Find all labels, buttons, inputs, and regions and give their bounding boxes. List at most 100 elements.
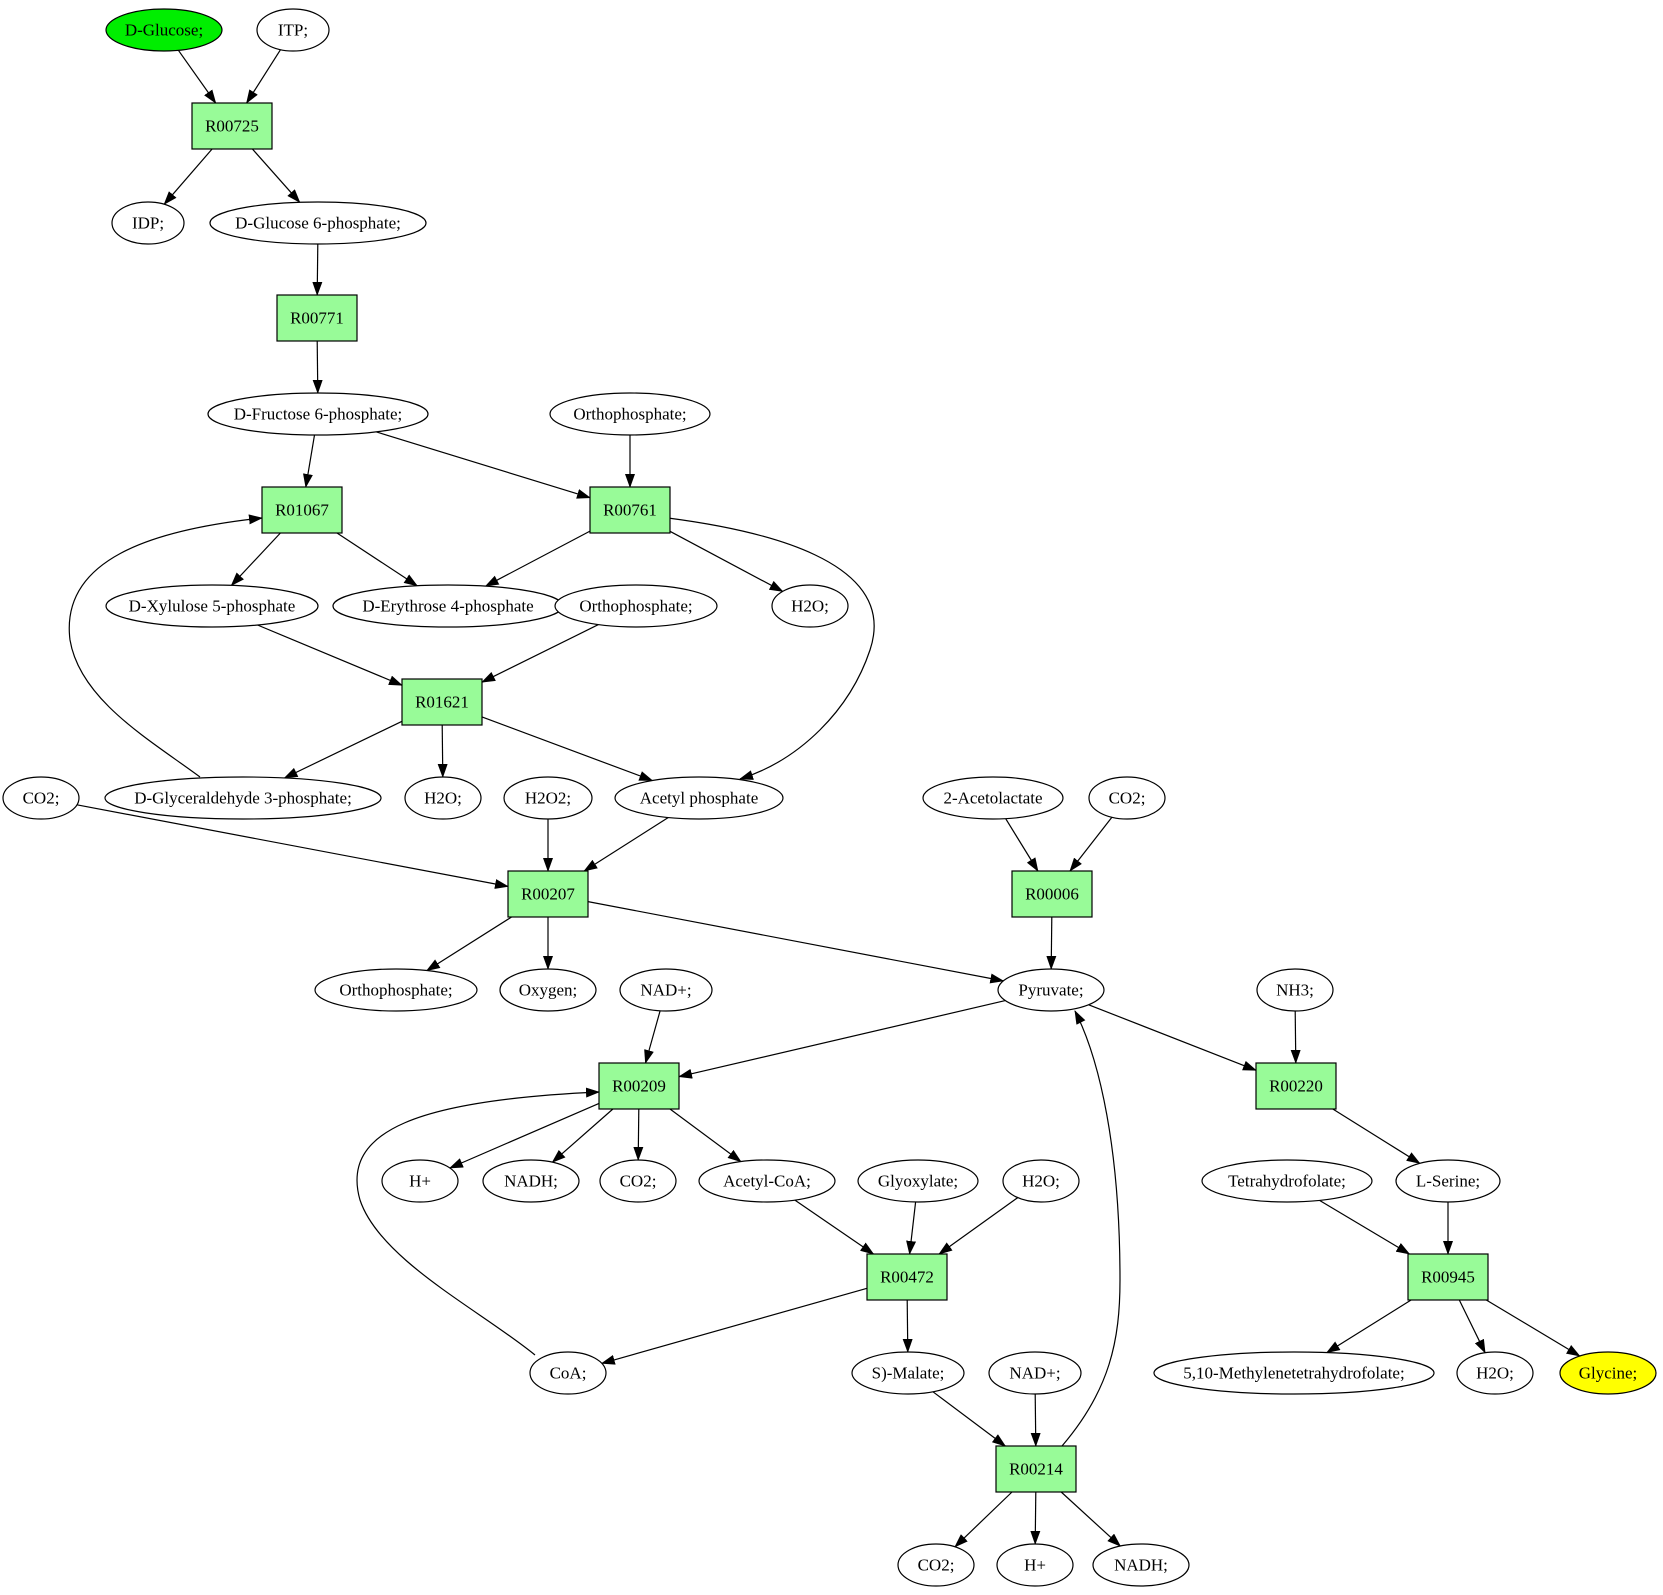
compound-node-xu5p[interactable]: D-Xylulose 5-phosphate: [105, 584, 319, 628]
compound-node-orthop1[interactable]: Orthophosphate;: [549, 392, 711, 436]
compound-node-e4p[interactable]: D-Erythrose 4-phosphate: [332, 584, 564, 628]
edge-co2a-to-r00207: [76, 804, 509, 889]
node-label: CO2;: [23, 789, 60, 808]
reaction-node-r00725[interactable]: R00725: [191, 102, 273, 150]
node-label: CO2;: [1109, 789, 1146, 808]
compound-node-h2o2b[interactable]: H2O2;: [503, 776, 593, 820]
reaction-node-r00761[interactable]: R00761: [589, 486, 671, 534]
compound-node-co2b[interactable]: CO2;: [1088, 776, 1166, 820]
reaction-node-r00207[interactable]: R00207: [507, 870, 589, 918]
reaction-node-r01067[interactable]: R01067: [261, 486, 343, 534]
compound-ellipse: [1153, 1351, 1435, 1395]
compound-node-co2a[interactable]: CO2;: [2, 776, 80, 820]
compound-ellipse: [554, 584, 718, 628]
edge-co2b-to-r00006: [1069, 816, 1113, 872]
compound-node-h2o3[interactable]: H2O;: [1002, 1159, 1080, 1203]
compound-node-glycine[interactable]: Glycine;: [1559, 1351, 1657, 1395]
compound-node-nh3[interactable]: NH3;: [1256, 968, 1334, 1012]
compound-node-hplus1[interactable]: H+: [381, 1159, 459, 1203]
edge-r00771-to-f6p: [312, 340, 323, 394]
reaction-node-r00209[interactable]: R00209: [598, 1062, 680, 1110]
compound-ellipse: [2, 776, 80, 820]
compound-node-nad2[interactable]: NAD+;: [988, 1351, 1082, 1395]
compound-node-acetylcoa[interactable]: Acetyl-CoA;: [698, 1159, 836, 1203]
edge-coa-to-r00209: [356, 1087, 600, 1356]
node-label: R00207: [521, 885, 575, 904]
edge-acetylcoa-to-r00472: [794, 1199, 875, 1255]
compound-node-orthop3[interactable]: Orthophosphate;: [314, 968, 478, 1012]
compound-node-pyruvate[interactable]: Pyruvate;: [997, 968, 1105, 1012]
reaction-node-r00771[interactable]: R00771: [276, 294, 358, 342]
compound-node-mthf[interactable]: 5,10-Methylenetetrahydrofolate;: [1153, 1351, 1435, 1395]
edge-r00207-to-orthop3: [425, 916, 512, 972]
compound-ellipse: [1456, 1351, 1534, 1395]
node-label: 5,10-Methylenetetrahydrofolate;: [1183, 1364, 1404, 1383]
compound-ellipse: [207, 392, 429, 436]
reaction-box: [589, 486, 671, 534]
compound-ellipse: [529, 1351, 607, 1395]
compound-node-f6p[interactable]: D-Fructose 6-phosphate;: [207, 392, 429, 436]
node-label: CoA;: [550, 1364, 587, 1383]
node-label: IDP;: [132, 214, 164, 233]
edge-h2o3-to-r00472: [938, 1197, 1019, 1255]
compound-node-idp[interactable]: IDP;: [111, 201, 185, 245]
compound-ellipse: [499, 968, 597, 1012]
compound-node-itp[interactable]: ITP;: [256, 8, 330, 52]
edge-r00945-to-glycine: [1485, 1299, 1581, 1357]
compound-node-lserine[interactable]: L-Serine;: [1395, 1159, 1501, 1203]
reaction-box: [261, 486, 343, 534]
compound-ellipse: [851, 1351, 965, 1395]
compound-node-nad1[interactable]: NAD+;: [619, 968, 713, 1012]
compound-node-g6p[interactable]: D-Glucose 6-phosphate;: [209, 201, 427, 245]
compound-ellipse: [771, 584, 849, 628]
compound-node-dglucose[interactable]: D-Glucose;: [105, 8, 223, 52]
node-label: CO2;: [918, 1556, 955, 1575]
compound-ellipse: [503, 776, 593, 820]
reaction-node-r00214[interactable]: R00214: [995, 1445, 1077, 1493]
compound-node-hplus2[interactable]: H+: [996, 1543, 1074, 1587]
node-label: Tetrahydrofolate;: [1228, 1172, 1346, 1191]
node-label: H2O;: [1476, 1364, 1514, 1383]
node-label: NAD+;: [640, 981, 691, 1000]
compound-node-co2c[interactable]: CO2;: [599, 1159, 677, 1203]
compound-node-thf[interactable]: Tetrahydrofolate;: [1201, 1159, 1373, 1203]
node-label: R00771: [290, 309, 344, 328]
compound-node-glyoxylate[interactable]: Glyoxylate;: [857, 1159, 979, 1203]
compound-ellipse: [314, 968, 478, 1012]
node-label: Acetyl phosphate: [640, 789, 759, 808]
compound-node-smalate[interactable]: S)-Malate;: [851, 1351, 965, 1395]
node-label: NAD+;: [1009, 1364, 1060, 1383]
compound-node-h2o4[interactable]: H2O;: [1456, 1351, 1534, 1395]
edge-orthop2-to-r01621: [481, 624, 599, 683]
compound-ellipse: [897, 1543, 975, 1587]
reaction-node-r01621[interactable]: R01621: [401, 678, 483, 726]
compound-ellipse: [549, 392, 711, 436]
edge-r00214-to-hplus2: [1030, 1491, 1041, 1545]
compound-ellipse: [209, 201, 427, 245]
compound-node-co2d[interactable]: CO2;: [897, 1543, 975, 1587]
compound-ellipse: [997, 968, 1105, 1012]
reaction-box: [1407, 1253, 1489, 1301]
reaction-node-r00220[interactable]: R00220: [1255, 1062, 1337, 1110]
compound-node-nadh1[interactable]: NADH;: [482, 1159, 580, 1203]
compound-node-h2o1[interactable]: H2O;: [771, 584, 849, 628]
edge-r00209-to-co2c: [633, 1108, 644, 1161]
reaction-node-r00945[interactable]: R00945: [1407, 1253, 1489, 1301]
reaction-node-r00472[interactable]: R00472: [866, 1253, 948, 1301]
compound-ellipse: [996, 1543, 1074, 1587]
node-label: H2O;: [791, 597, 829, 616]
compound-ellipse: [1088, 776, 1166, 820]
compound-node-coa[interactable]: CoA;: [529, 1351, 607, 1395]
compound-node-nadh2[interactable]: NADH;: [1092, 1543, 1190, 1587]
compound-ellipse: [988, 1351, 1082, 1395]
compound-node-acetylp[interactable]: Acetyl phosphate: [614, 776, 784, 820]
compound-ellipse: [404, 776, 482, 820]
reaction-node-r00006[interactable]: R00006: [1011, 870, 1093, 918]
edge-glyoxylate-to-r00472: [906, 1201, 917, 1255]
edge-nad2-to-r00214: [1030, 1393, 1041, 1447]
compound-node-g3p[interactable]: D-Glyceraldehyde 3-phosphate;: [104, 776, 382, 820]
compound-node-oxygen[interactable]: Oxygen;: [499, 968, 597, 1012]
compound-node-acetolactate[interactable]: 2-Acetolactate: [922, 776, 1064, 820]
compound-node-orthop2[interactable]: Orthophosphate;: [554, 584, 718, 628]
compound-node-h2o2[interactable]: H2O;: [404, 776, 482, 820]
